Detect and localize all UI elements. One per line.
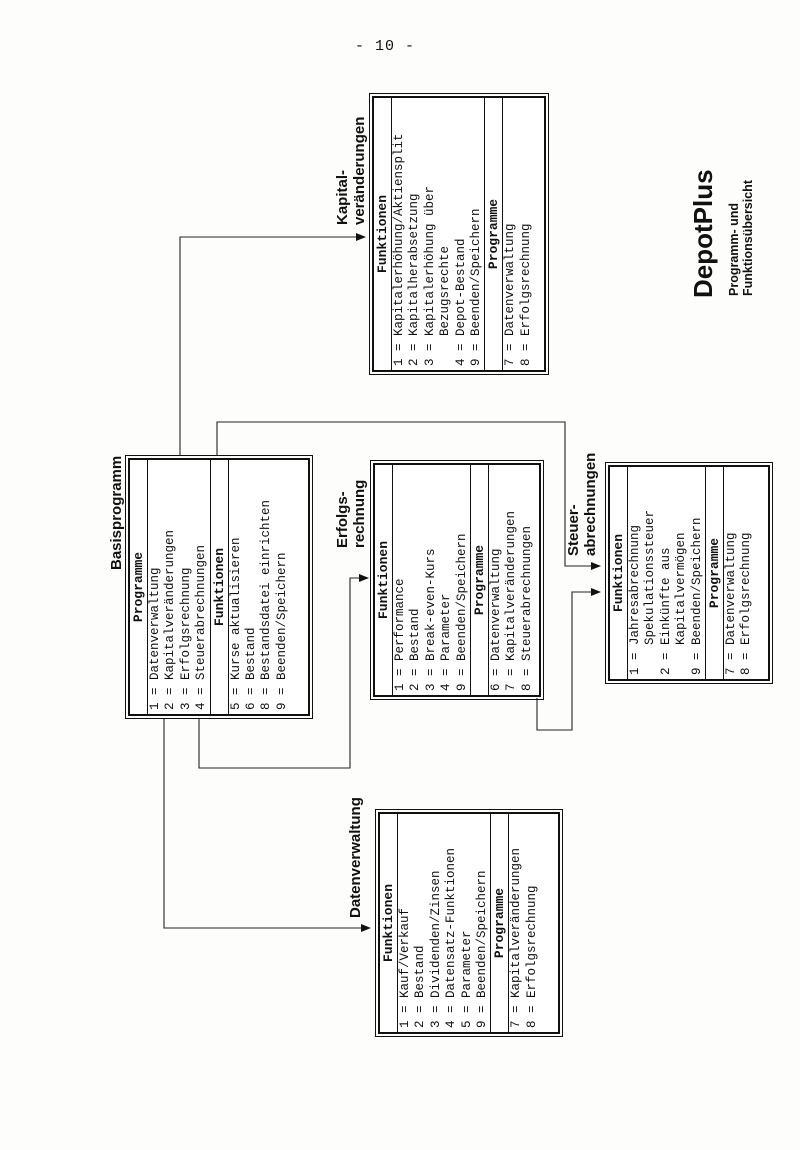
- kapital-item: 3 = Kapitalerhöhung über: [422, 185, 437, 366]
- daten-box: Funktionen 1 = Kauf/Verkauf 2 = Bestand …: [375, 808, 563, 1038]
- brand-title: DepotPlus: [688, 169, 718, 298]
- kapital-box: Funktionen 1 = Kapitalerhöhung/Aktienspl…: [370, 91, 548, 377]
- connector-basis-to-kapital: [179, 233, 366, 455]
- steuer-functions-heading: Funktionen: [610, 467, 628, 679]
- daten-programs-heading: Programme: [490, 814, 510, 1032]
- daten-item: 8 = Erfolgsrechnung: [524, 885, 539, 1028]
- steuer-box: Funktionen 1 = Jahresabrechnung Spekulat…: [605, 461, 773, 685]
- steuer-item: Kapitalvermögen: [674, 532, 689, 675]
- kapital-item: 2 = Kapitalherabsetzung: [407, 193, 422, 366]
- erfolg-item: 7 = Kapitalveränderungen: [504, 510, 519, 691]
- basis-item: 4 = Steuerabrechnungen: [194, 544, 209, 710]
- erfolg-functions-heading: Funktionen: [375, 465, 393, 695]
- erfolg-item: 6 = Datenverwaltung: [489, 548, 504, 691]
- daten-item: 7 = Kapitalveränderungen: [509, 847, 524, 1028]
- connector-basis-to-daten: [163, 718, 371, 932]
- page-number: - 10 -: [354, 38, 415, 55]
- steuer-item: Spekulationssteuer: [643, 509, 658, 675]
- daten-title: Datenverwaltung: [347, 797, 364, 918]
- steuer-item: 1 = Jahresabrechnung: [628, 524, 642, 675]
- erfolg-item: 8 = Steuerabrechnungen: [519, 525, 534, 691]
- erfolg-programs-heading: Programme: [470, 465, 490, 695]
- basis-item: 5 = Kurse aktualisieren: [228, 537, 243, 710]
- erfolg-title: Erfolgs- rechnung: [334, 479, 368, 548]
- kapital-functions-heading: Funktionen: [374, 98, 392, 370]
- basis-item: 3 = Erfolgsrechnung: [178, 567, 193, 710]
- basis-item: 8 = Bestandsdatei einrichten: [259, 499, 274, 710]
- kapital-item: 8 = Erfolgsrechnung: [518, 223, 533, 366]
- kapital-item: 9 = Beenden/Speichern: [469, 208, 484, 366]
- daten-item: 4 = Datensatz-Funktionen: [444, 847, 459, 1028]
- daten-item: 1 = Kauf/Verkauf: [398, 907, 412, 1028]
- basis-title: Basisprogramm: [108, 455, 125, 570]
- daten-item: 9 = Beenden/Speichern: [475, 870, 490, 1028]
- erfolg-item: 9 = Beenden/Speichern: [454, 533, 469, 691]
- erfolg-item: 1 = Performance: [393, 578, 407, 691]
- daten-functions-heading: Funktionen: [380, 814, 398, 1032]
- basis-item: 1 = Datenverwaltung: [148, 567, 162, 710]
- basis-item: 2 = Kapitalveränderungen: [163, 529, 178, 710]
- steuer-item: 2 = Einkünfte aus: [658, 547, 673, 675]
- steuer-title: Steuer- abrechnungen: [565, 452, 599, 556]
- daten-item: 5 = Parameter: [459, 930, 474, 1028]
- connector-erfolg-to-steuer: [536, 588, 601, 731]
- erfolg-item: 3 = Break-even-Kurs: [423, 548, 438, 691]
- basis-item: 6 = Bestand: [244, 627, 259, 710]
- kapital-item: Bezugsrechte: [438, 245, 453, 366]
- kapital-programs-heading: Programme: [484, 98, 504, 370]
- basis-box: Programme 1 = Datenverwaltung 2 = Kapita…: [125, 453, 313, 721]
- basis-functions-heading: Funktionen: [209, 460, 229, 714]
- kapital-item: 1 = Kapitalerhöhung/Aktiensplit: [392, 133, 406, 366]
- daten-item: 3 = Dividenden/Zinsen: [428, 870, 443, 1028]
- steuer-item: 7 = Datenverwaltung: [724, 532, 739, 675]
- erfolg-box: Funktionen 1 = Performance 2 = Bestand 3…: [370, 458, 544, 702]
- steuer-item: 9 = Beenden/Speichern: [689, 517, 704, 675]
- brand-subtitle: Programm- und Funktionsübersicht: [727, 180, 755, 296]
- daten-item: 2 = Bestand: [413, 945, 428, 1028]
- basis-item: 9 = Beenden/Speichern: [274, 552, 289, 710]
- kapital-title: Kapital- veränderungen: [334, 116, 368, 225]
- steuer-item: 8 = Erfolgsrechnung: [739, 532, 754, 675]
- erfolg-item: 2 = Bestand: [408, 608, 423, 691]
- connector-basis-to-steuer: [216, 421, 601, 570]
- kapital-item: 7 = Datenverwaltung: [503, 223, 518, 366]
- connector-basis-to-erfolg: [198, 574, 369, 769]
- erfolg-item: 4 = Parameter: [439, 593, 454, 691]
- steuer-programs-heading: Programme: [705, 467, 725, 679]
- kapital-item: 4 = Depot-Bestand: [453, 238, 468, 366]
- basis-programs-heading: Programme: [130, 460, 148, 714]
